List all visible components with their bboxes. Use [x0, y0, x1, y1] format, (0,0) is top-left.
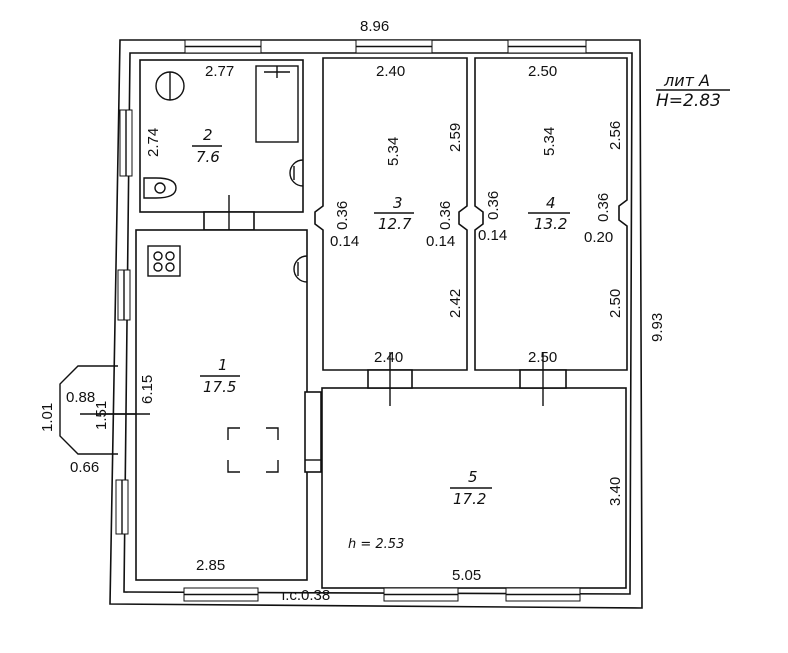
room-5-number: 5 — [468, 468, 478, 486]
door-room-1-5 — [304, 391, 322, 473]
overall-depth-label: 9.93 — [649, 313, 666, 342]
room-3-top-width: 2.40 — [376, 63, 405, 80]
building-letter-label: лит А — [663, 71, 710, 90]
room-3-upper-depth: 2.59 — [447, 123, 464, 152]
room-3-number: 3 — [393, 194, 403, 212]
room-3-bottom-width: 2.40 — [374, 349, 403, 366]
outer-walls — [109, 39, 643, 609]
room-3-offset-left: 0.14 — [330, 233, 359, 250]
sink-icon-room-2 — [289, 159, 304, 187]
room-4-upper-depth: 2.56 — [607, 121, 624, 150]
room-4-niche-left: 0.36 — [485, 191, 502, 220]
room-4-area: 13.2 — [534, 215, 567, 233]
room-2-width: 2.77 — [205, 63, 234, 80]
room-4-lower-depth: 2.50 — [607, 289, 624, 318]
room-5-area: 17.2 — [453, 490, 486, 508]
sink-icon-room-1 — [293, 255, 308, 283]
porch-side-c-label: 0.66 — [70, 459, 99, 476]
room-4 — [474, 57, 628, 371]
room-5-width: 5.05 — [452, 567, 481, 584]
porch-side-a-label: 0.88 — [66, 389, 95, 406]
room-2-number: 2 — [203, 126, 213, 144]
room-4-offset-left: 0.14 — [478, 227, 507, 244]
building-height-label: H=2.83 — [656, 91, 721, 111]
hatch-marker — [227, 427, 279, 473]
room-4-top-width: 2.50 — [528, 63, 557, 80]
room-3-length: 5.34 — [385, 137, 402, 166]
room-1-width: 2.85 — [196, 557, 225, 574]
windows — [115, 39, 587, 602]
toilet-icon — [143, 177, 177, 199]
room-5-depth: 3.40 — [607, 477, 624, 506]
porch-width-label: 1.01 — [39, 403, 56, 432]
overall-width-label: 8.96 — [360, 18, 389, 35]
room-2 — [139, 59, 304, 213]
room-3-niche-left: 0.36 — [334, 201, 351, 230]
stove-icon — [147, 245, 181, 277]
room-5-ceiling-height: h = 2.53 — [348, 537, 404, 552]
room-4-niche-right: 0.36 — [595, 193, 612, 222]
room-1-number: 1 — [218, 356, 228, 374]
room-4-bottom-width: 2.50 — [528, 349, 557, 366]
room-4-number: 4 — [546, 194, 556, 212]
room-3-niche-right: 0.36 — [437, 201, 454, 230]
room-1-area: 17.5 — [203, 378, 236, 396]
room-3-offset-right: 0.14 — [426, 233, 455, 250]
room-4-offset-right: 0.20 — [584, 229, 613, 246]
room-1-depth: 6.15 — [139, 375, 156, 404]
bottom-note-label: т.с.0.38 — [280, 587, 330, 604]
room-2-depth: 2.74 — [145, 128, 162, 157]
porch-outline — [59, 365, 118, 455]
porch-side-b-label: 1.51 — [93, 401, 110, 430]
room-3-lower-depth: 2.42 — [447, 289, 464, 318]
room-2-area: 7.6 — [196, 148, 220, 166]
room-3 — [314, 57, 468, 371]
room-1 — [135, 229, 308, 581]
room-3-area: 12.7 — [378, 215, 412, 233]
room-4-length: 5.34 — [541, 127, 558, 156]
